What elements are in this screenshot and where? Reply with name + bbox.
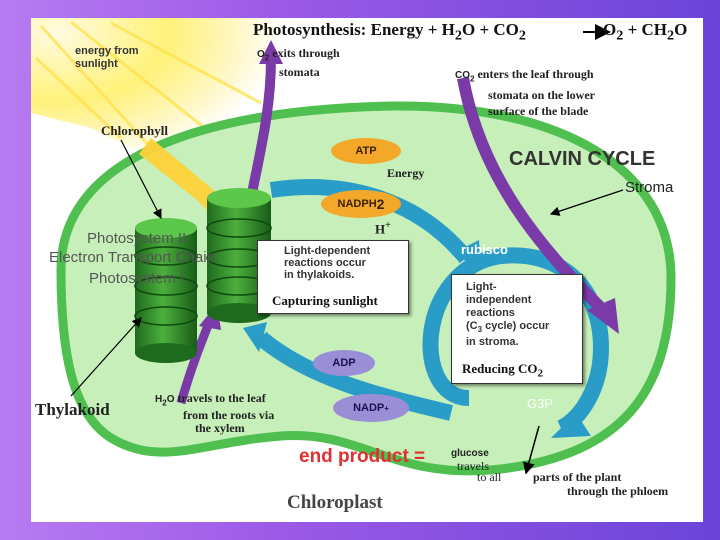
end-product-label: end product = xyxy=(299,446,426,467)
chlorophyll-pointer xyxy=(120,139,162,220)
adp-pill: ADP xyxy=(313,350,375,376)
dark-box-line1: Light- xyxy=(466,281,497,293)
h2o-line3: the xylem xyxy=(195,421,245,436)
photosystem2-label: Photosystem II xyxy=(87,230,187,247)
calvin-cycle-label: CALVIN CYCLE xyxy=(509,148,656,170)
equation-sub: 2 xyxy=(518,27,526,44)
o2-exit-label: O2 exits through stomata xyxy=(257,46,340,79)
equation-end: O xyxy=(674,20,688,39)
dark-box-line2: independent xyxy=(466,294,532,306)
glucose-label: glucose xyxy=(451,448,489,459)
thylakoid-pointer xyxy=(70,317,142,397)
sugar-arrow xyxy=(523,425,540,475)
phloem-line2: through the phloem xyxy=(567,484,669,498)
h2o-line1: travels to the leaf xyxy=(177,391,266,405)
co2-formula: CO xyxy=(455,70,470,81)
dark-box-line5: in stroma. xyxy=(466,336,519,349)
slide: Photosynthesis: Energy + H2O + CO2 O2 + … xyxy=(31,18,703,522)
h2o-sub: 2 xyxy=(162,398,167,408)
nadph-sub: 2 xyxy=(376,196,385,212)
h-plus-sup: + xyxy=(385,220,391,231)
dark-box-line4a: (C xyxy=(466,320,478,332)
nadp-label: NADP xyxy=(353,402,385,414)
equation-rhs: + CH xyxy=(627,20,667,39)
equation-o: O xyxy=(603,20,617,39)
equation-sub: 2 xyxy=(616,27,624,44)
light-box-caption: Capturing sunlight xyxy=(272,293,378,308)
equation-sub: 2 xyxy=(667,27,675,44)
o2-exit-arrow xyxy=(246,57,276,199)
teal-arrowhead-bottom xyxy=(243,322,267,352)
stroma-pointer xyxy=(549,189,624,216)
thylakoid-label: Thylakoid xyxy=(35,400,110,419)
light-dependent-box: Light-dependent reactions occur in thyla… xyxy=(257,240,409,314)
sunlight-line1: energy from xyxy=(75,45,139,57)
h2o-line2: from the roots via xyxy=(183,408,275,423)
adp-label: ADP xyxy=(332,357,356,369)
atp-label: ATP xyxy=(355,145,377,157)
sun-ray-lines xyxy=(34,20,262,150)
h2o-formula: H xyxy=(155,394,163,405)
o2-line1: exits through xyxy=(272,46,340,60)
light-independent-box: Light- independent reactions (C3 cycle) … xyxy=(451,274,583,384)
dark-box-text: Light- independent reactions (C3 cycle) … xyxy=(466,281,549,349)
light-box-text: Light-dependent reactions occur in thyla… xyxy=(284,245,370,281)
co2-line2: stomata on the lower xyxy=(488,88,595,103)
light-box-line1: Light-dependent xyxy=(284,245,371,257)
rubisco-label: rubisco xyxy=(461,242,508,257)
photosystem1-label: Photosystem I xyxy=(89,270,185,287)
light-box-line2: reactions occur xyxy=(284,257,366,269)
co2-line3: surface of the blade xyxy=(488,104,589,119)
etc-label: Electron Transport Chain xyxy=(49,249,215,266)
calvin-cycle-arc xyxy=(422,247,610,436)
co2-enter-label: CO2 enters the leaf through stomata on t… xyxy=(455,66,595,119)
atp-pill: ATP xyxy=(331,138,401,164)
sunlight-label: energy from sunlight xyxy=(75,45,139,71)
co2-line1: enters the leaf through xyxy=(477,67,594,81)
equation-sub: 2 xyxy=(454,27,462,44)
dark-box-caption: Reducing CO2 xyxy=(462,361,543,380)
dark-box-caption-sub: 2 xyxy=(537,367,543,380)
nadp-pill: NADP+ xyxy=(333,394,409,422)
sunlight-line2: sunlight xyxy=(75,58,118,70)
to-all-label: to all xyxy=(477,470,502,484)
co2-enter-arrowhead xyxy=(587,298,619,334)
dark-box-line4b: cycle) occur xyxy=(482,320,550,332)
nadp-sup: + xyxy=(384,403,389,413)
h2o-label: H2O travels to the leaf from the roots v… xyxy=(155,392,274,435)
dark-box-caption-text: Reducing CO xyxy=(462,361,538,376)
dark-box-line3: reactions xyxy=(466,307,515,319)
o2-line2: stomata xyxy=(279,65,320,80)
energy-label: Energy xyxy=(387,166,425,180)
light-box-line3: in thylakoids. xyxy=(284,269,355,281)
chloroplast-label: Chloroplast xyxy=(287,492,383,513)
teal-arrow-bottom xyxy=(255,331,453,421)
o2-sub: 2 xyxy=(264,53,270,63)
equation-mid: O + CO xyxy=(461,20,519,39)
h-plus-text: H xyxy=(375,221,386,237)
thylakoid-stack-left xyxy=(134,218,198,363)
phloem-line1: parts of the plant xyxy=(533,470,622,484)
phloem-label: parts of the plant through the phloem xyxy=(533,470,668,498)
travels-label: travels xyxy=(457,459,489,473)
o2-exit-arrowhead xyxy=(259,40,283,64)
h-plus-label: H+ xyxy=(375,220,391,237)
o2-formula: O xyxy=(257,49,265,60)
h2o-arrow xyxy=(176,321,214,405)
calvin-arrowhead xyxy=(551,413,591,438)
equation-header: Photosynthesis: Energy + H2O + CO2 xyxy=(253,20,526,44)
equation-lhs: Energy + H xyxy=(370,20,455,39)
nadph-label: NADPH xyxy=(337,198,377,210)
co2-sub: 2 xyxy=(470,74,475,84)
chlorophyll-label: Chlorophyll xyxy=(101,123,168,138)
equation-products: O2 + CH2O xyxy=(603,20,687,44)
dark-box-line4-sub: 3 xyxy=(477,325,483,335)
stroma-label: Stroma xyxy=(625,179,674,196)
equation-title: Photosynthesis: xyxy=(253,20,367,39)
h2o-formula-end: O xyxy=(166,394,175,405)
g3p-label: G3P xyxy=(527,396,554,411)
